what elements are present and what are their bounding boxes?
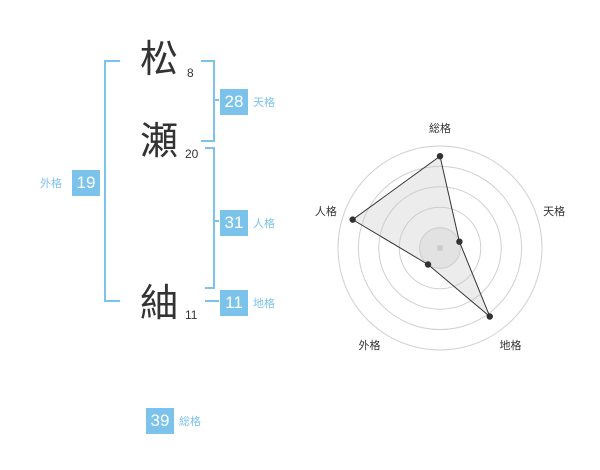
radar-point-4: [424, 261, 432, 268]
tenkaku-bracket: [201, 60, 215, 142]
gaikaku-label: 外格: [40, 177, 62, 190]
gaikaku-bracket: [104, 60, 120, 302]
radar-point-2: [456, 238, 463, 245]
radar-axis-label-5: 人格: [315, 204, 337, 218]
soukaku-badge: 39: [146, 408, 174, 434]
stroke-count-3: 11: [185, 308, 198, 322]
radar-center-dot: [437, 245, 443, 251]
jinkaku-label: 人格: [253, 217, 275, 230]
radar-shape: [349, 153, 493, 320]
jinkaku-badge: 31: [220, 210, 248, 236]
chikaku-badge: 11: [220, 290, 248, 316]
name-char-3: 紬: [140, 281, 179, 325]
radar-polygon: [351, 155, 491, 317]
soukaku-label: 総格: [179, 415, 201, 428]
chikaku-label: 地格: [253, 297, 275, 310]
tenkaku-connector: [215, 99, 219, 101]
tenkaku-badge: 28: [220, 89, 248, 115]
radar-axis-label-3: 地格: [500, 338, 522, 352]
radar-point-1: [436, 153, 444, 160]
jinkaku-connector: [215, 220, 219, 222]
name-char-1: 松: [140, 37, 179, 81]
chikaku-connector: [205, 300, 219, 302]
radar-axis-label-4: 外格: [358, 338, 380, 352]
stroke-count-2: 20: [185, 147, 199, 161]
radar-axis-label-2: 天格: [543, 204, 565, 218]
stroke-count-1: 8: [187, 66, 194, 80]
radar-ring: [378, 186, 502, 310]
radar-axis-label-1: 総格: [429, 121, 451, 135]
radar-point-5: [349, 216, 356, 223]
tenkaku-label: 天格: [253, 96, 275, 109]
radar-grid: [337, 145, 543, 351]
radar-ring: [357, 165, 523, 331]
name-char-2: 瀬: [140, 119, 179, 163]
radar-ring: [398, 206, 482, 290]
radar-ring: [337, 145, 543, 351]
jinkaku-bracket: [205, 147, 215, 289]
gaikaku-badge: 19: [72, 170, 100, 196]
radar-point-3: [486, 313, 493, 320]
